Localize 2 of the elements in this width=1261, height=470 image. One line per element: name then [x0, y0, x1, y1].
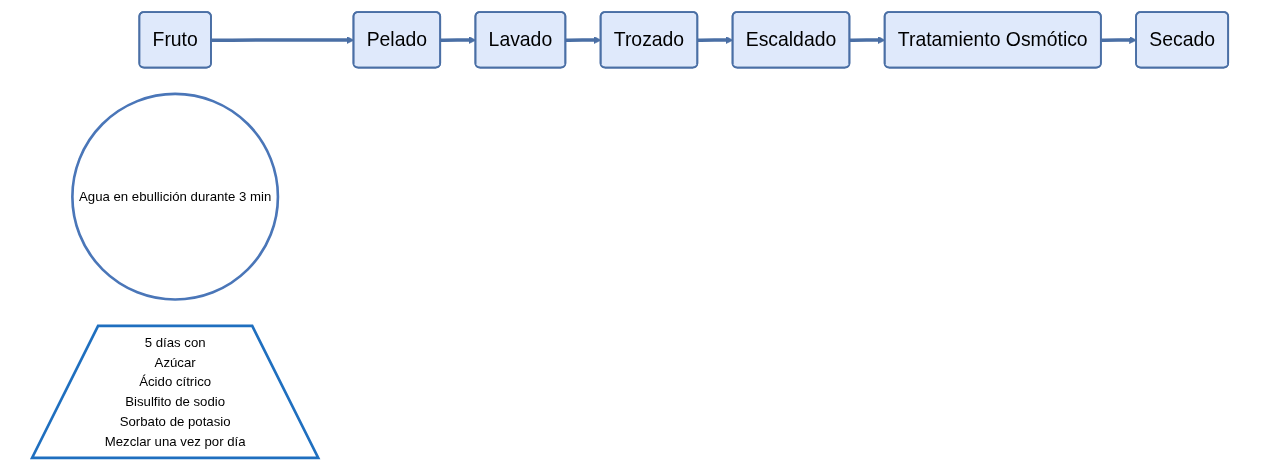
arrow — [850, 36, 886, 44]
node-circle: Agua en ebullición durante 3 min — [71, 92, 280, 301]
